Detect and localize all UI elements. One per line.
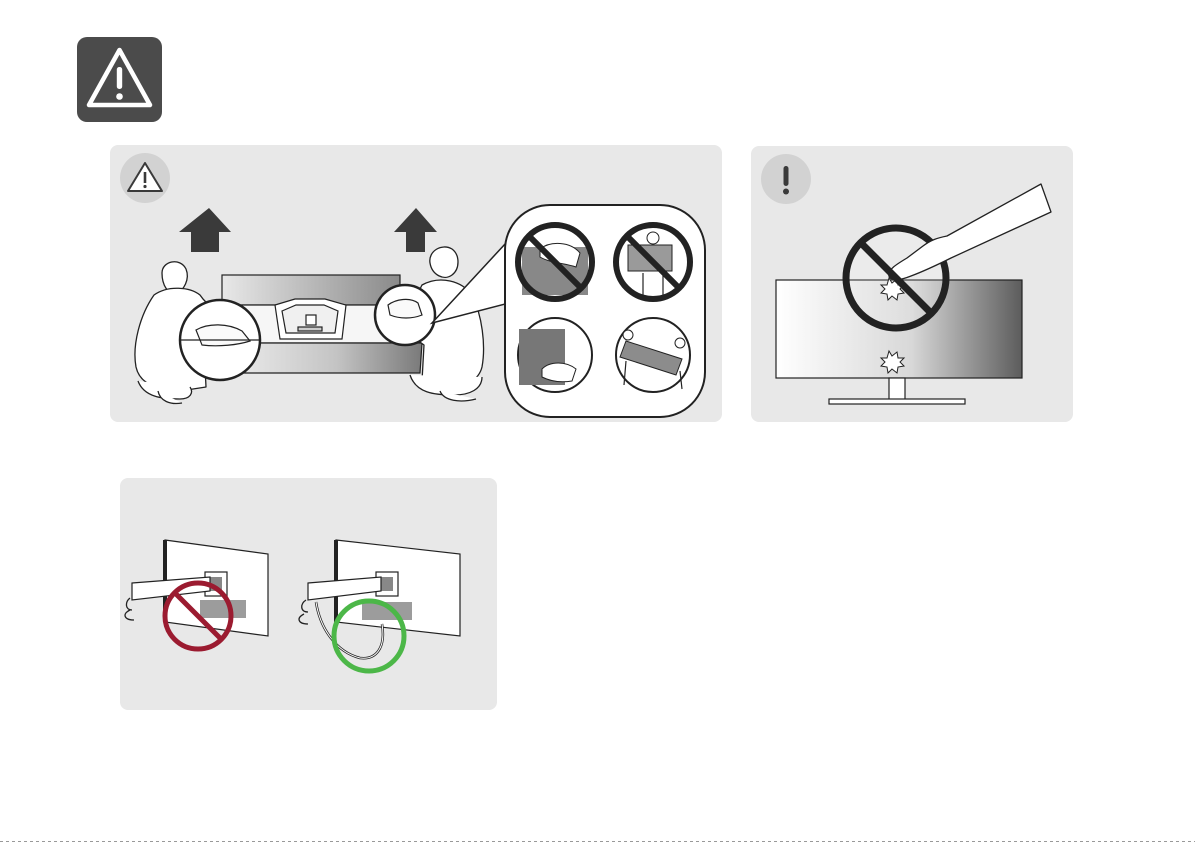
lift-arrow-left (179, 208, 231, 252)
hand-detail-right (375, 285, 435, 345)
inset-no-carry-alone (616, 225, 690, 299)
lifting-illustration (110, 145, 722, 422)
do-not-press-illustration (751, 146, 1073, 422)
inset-hold-bottom (518, 318, 592, 392)
lift-arrow-right (394, 208, 437, 252)
monitor-base (829, 399, 965, 404)
monitor-wrong-routing (125, 540, 268, 636)
cable-routing-illustration (120, 478, 497, 710)
monitor-neck (889, 378, 905, 400)
warning-triangle-icon (77, 37, 162, 122)
hand-detail-left (180, 300, 260, 380)
warning-icon (77, 37, 162, 122)
cable-routing-panel (120, 478, 497, 710)
page-footer-line (0, 841, 1195, 842)
inset-no-hold-edge (518, 225, 592, 299)
inset-two-people-carry (616, 318, 690, 392)
lifting-illustration-panel (110, 145, 722, 422)
monitor-correct-routing (299, 540, 460, 658)
screen-pressure-panel (751, 146, 1073, 422)
